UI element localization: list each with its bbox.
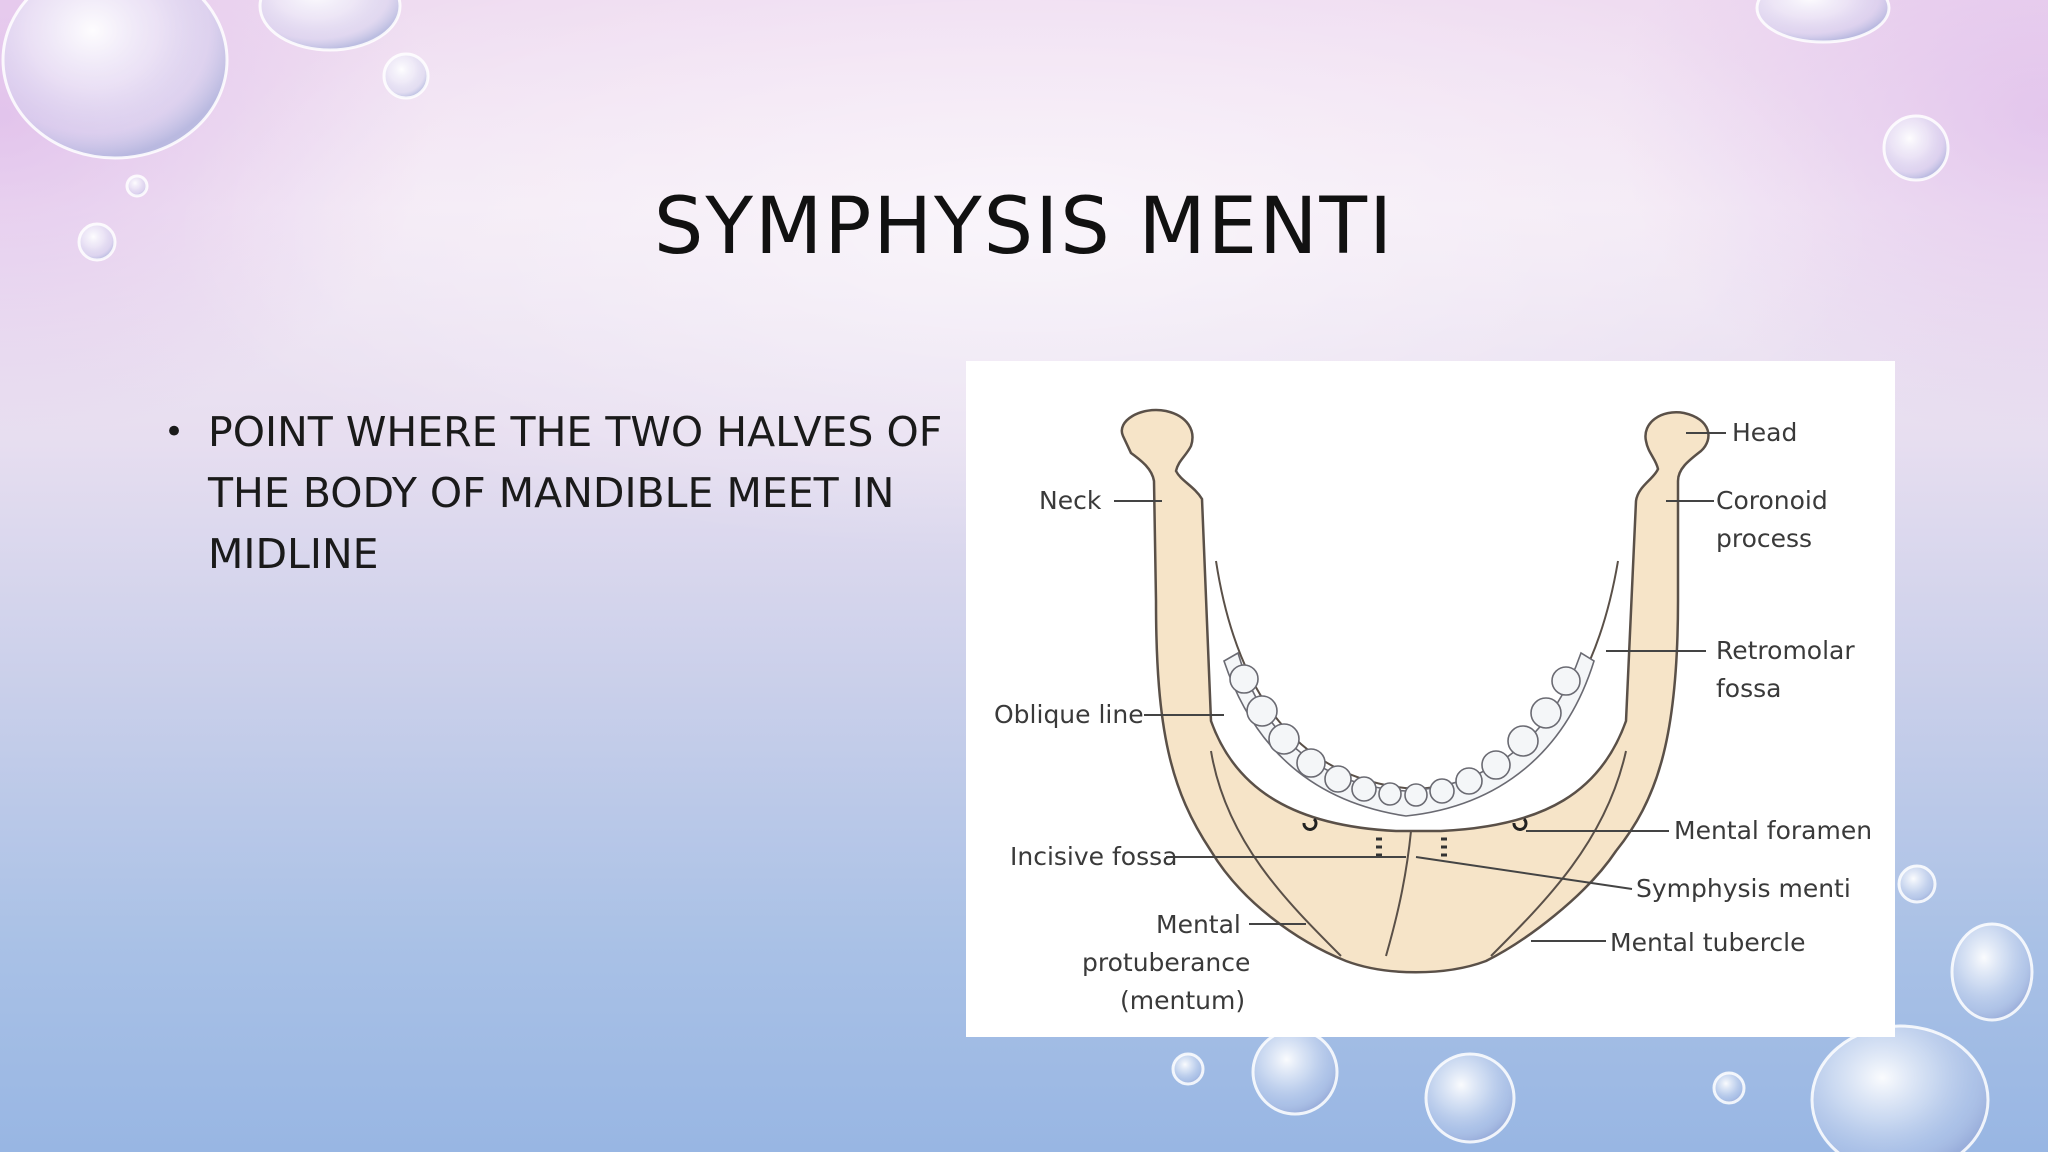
oblique-ridge-left bbox=[1210, 750, 1342, 957]
mental-foramen-left bbox=[1302, 817, 1318, 831]
incisive-fossa-marks bbox=[1376, 837, 1447, 857]
label-head: Head bbox=[1732, 418, 1797, 447]
label-coronoid-2: process bbox=[1716, 524, 1812, 553]
label-neck: Neck bbox=[1039, 486, 1102, 515]
label-retromolar-2: fossa bbox=[1716, 674, 1781, 703]
label-symphysis-menti: Symphysis menti bbox=[1636, 874, 1851, 903]
bullet-item: POINT WHERE THE TWO HALVES OF THE BODY O… bbox=[160, 402, 950, 585]
mental-foramen-right bbox=[1512, 817, 1528, 831]
label-mental-tubercle: Mental tubercle bbox=[1610, 928, 1806, 957]
slide-title: SYMPHYSIS MENTI bbox=[653, 182, 1395, 272]
label-oblique-line: Oblique line bbox=[994, 700, 1144, 729]
leader-lines bbox=[1114, 432, 1726, 942]
label-incisive-fossa: Incisive fossa bbox=[1010, 842, 1177, 871]
bullet-list: POINT WHERE THE TWO HALVES OF THE BODY O… bbox=[160, 402, 950, 585]
label-mental-foramen: Mental foramen bbox=[1674, 816, 1872, 845]
label-coronoid-1: Coronoid bbox=[1716, 486, 1828, 515]
oblique-ridge-right bbox=[1490, 750, 1627, 957]
label-retromolar-1: Retromolar bbox=[1716, 636, 1855, 665]
teeth-row bbox=[1223, 651, 1595, 817]
label-mental-protuberance-2: protuberance bbox=[1082, 948, 1250, 977]
mandible-diagram: Head Neck Coronoid process Retromolar fo… bbox=[966, 361, 1895, 1037]
mandible-illustration: Head Neck Coronoid process Retromolar fo… bbox=[994, 408, 1872, 1015]
label-mental-protuberance-3: (mentum) bbox=[1120, 986, 1245, 1015]
symphysis-line bbox=[1385, 830, 1412, 957]
label-mental-protuberance-1: Mental bbox=[1156, 910, 1241, 939]
